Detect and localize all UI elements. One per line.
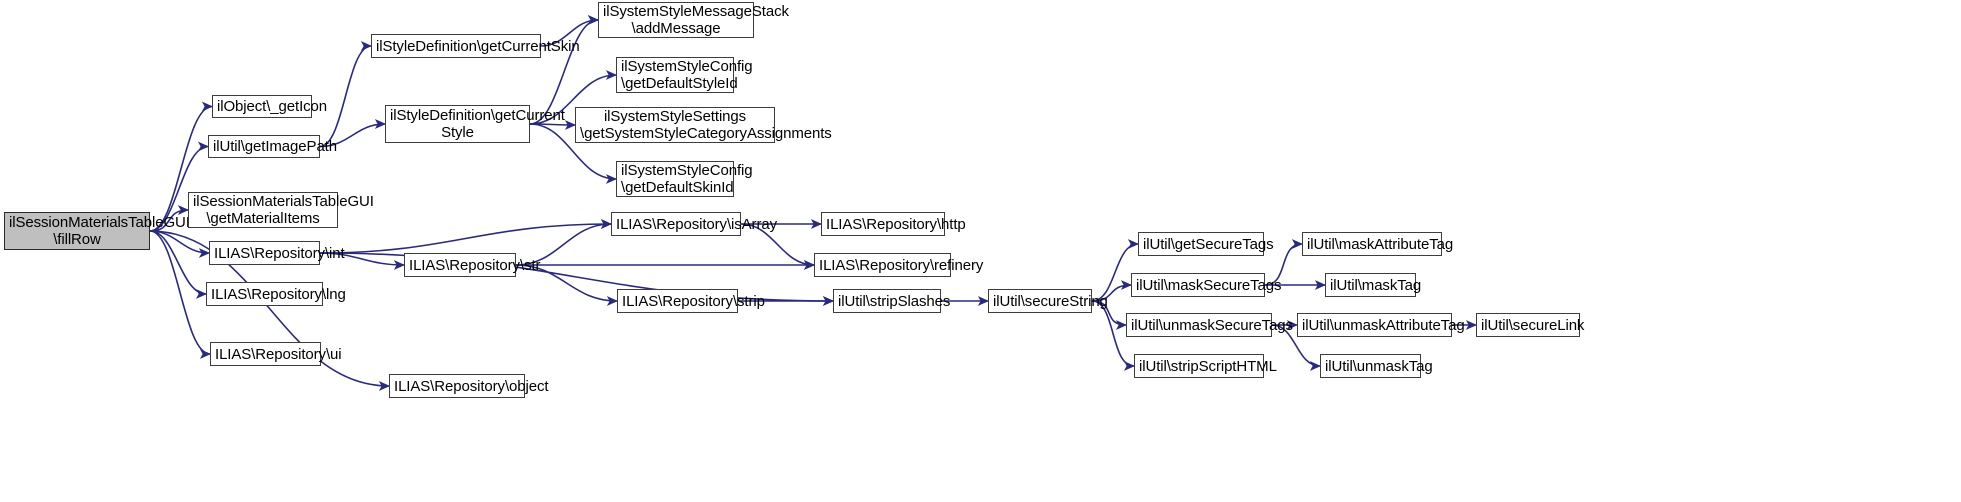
graph-node-label: ilUtil\unmaskSecureTags [1131, 316, 1293, 334]
graph-node-repoObject[interactable]: ILIAS\Repository\object [389, 374, 549, 398]
graph-node-label: ILIAS\Repository\http [826, 215, 966, 233]
graph-node-label: ilSessionMaterialsTableGUI \getMaterialI… [193, 193, 374, 227]
graph-node-getSysStyleCats[interactable]: ilSystemStyleSettings \getSystemStyleCat… [575, 107, 832, 143]
graph-node-label: ilUtil\maskAttributeTag [1307, 235, 1454, 253]
graph-node-addMessage[interactable]: ilSystemStyleMessageStack \addMessage [598, 2, 789, 38]
graph-node-label: ILIAS\Repository\lng [211, 285, 346, 303]
graph-node-stripSlashes[interactable]: ilUtil\stripSlashes [833, 289, 951, 313]
graph-node-label: ilSessionMaterialsTableGUI \fillRow [9, 214, 190, 248]
graph-node-label: ilSystemStyleConfig \getDefaultStyleId [621, 58, 753, 92]
graph-node-unmaskAttributeTag[interactable]: ilUtil\unmaskAttributeTag [1297, 313, 1465, 337]
graph-node-secureLink[interactable]: ilUtil\secureLink [1476, 313, 1585, 337]
graph-node-label: ILIAS\Repository\isArray [616, 215, 777, 233]
graph-node-getImagePath[interactable]: ilUtil\getImagePath [208, 135, 337, 158]
graph-node-label: ilStyleDefinition\getCurrentSkin [376, 37, 580, 55]
graph-node-label: ilStyleDefinition\getCurrent Style [390, 107, 565, 141]
graph-edge-fillRow-to-repoInt [149, 230, 211, 258]
graph-node-label: ilUtil\stripSlashes [838, 292, 951, 310]
graph-node-repoStr[interactable]: ILIAS\Repository\str [404, 253, 541, 277]
graph-node-isArray[interactable]: ILIAS\Repository\isArray [611, 212, 777, 236]
graph-node-label: ILIAS\Repository\str [409, 256, 541, 274]
graph-node-label: ILIAS\Repository\refinery [819, 256, 984, 274]
graph-node-maskSecureTags[interactable]: ilUtil\maskSecureTags [1131, 273, 1282, 297]
graph-node-unmaskSecureTags[interactable]: ilUtil\unmaskSecureTags [1126, 313, 1293, 337]
graph-node-getDefaultSkinId[interactable]: ilSystemStyleConfig \getDefaultSkinId [616, 161, 753, 197]
graph-node-label: ilSystemStyleMessageStack \addMessage [603, 3, 789, 37]
graph-node-label: ilUtil\maskSecureTags [1136, 276, 1282, 294]
graph-node-getCurrentStyle[interactable]: ilStyleDefinition\getCurrent Style [385, 105, 565, 143]
graph-node-label: ilUtil\unmaskAttributeTag [1302, 316, 1465, 334]
graph-node-label: ilUtil\maskTag [1330, 276, 1422, 294]
graph-node-getSecureTags[interactable]: ilUtil\getSecureTags [1138, 232, 1274, 256]
graph-node-repoStrip[interactable]: ILIAS\Repository\strip [617, 289, 765, 313]
graph-node-label: ilUtil\stripScriptHTML [1139, 357, 1277, 375]
graph-node-label: ilUtil\getSecureTags [1143, 235, 1274, 253]
graph-node-label: ILIAS\Repository\object [394, 377, 549, 395]
graph-node-label: ILIAS\Repository\ui [215, 345, 342, 363]
graph-node-maskTag[interactable]: ilUtil\maskTag [1325, 273, 1422, 297]
graph-node-repoUi[interactable]: ILIAS\Repository\ui [210, 342, 342, 366]
graph-edge-fillRow-to-repoUi [149, 230, 212, 359]
graph-node-label: ilUtil\unmaskTag [1325, 357, 1433, 375]
graph-edge-getImagePath-to-getCurrentSkin [319, 41, 373, 148]
graph-node-repoLng[interactable]: ILIAS\Repository\lng [206, 282, 346, 306]
graph-edge-getCurrentStyle-to-getSysStyleCats [529, 120, 577, 130]
graph-node-label: ilSystemStyleConfig \getDefaultSkinId [621, 162, 753, 196]
graph-node-getDefaultStyleId[interactable]: ilSystemStyleConfig \getDefaultStyleId [616, 57, 753, 93]
graph-node-label: ILIAS\Repository\int [214, 244, 345, 262]
graph-edge-repoInt-to-isArray [319, 219, 613, 254]
graph-node-repoRefinery[interactable]: ILIAS\Repository\refinery [814, 253, 984, 277]
graph-node-label: ilObject\_getIcon [217, 98, 328, 115]
graph-node-repoInt[interactable]: ILIAS\Repository\int [209, 241, 345, 265]
graph-node-maskAttributeTag[interactable]: ilUtil\maskAttributeTag [1302, 232, 1454, 256]
graph-node-secureString[interactable]: ilUtil\secureString [988, 289, 1108, 313]
graph-node-unmaskTag[interactable]: ilUtil\unmaskTag [1320, 354, 1433, 378]
graph-edge-fillRow-to-repoLng [149, 230, 208, 299]
graph-node-label: ILIAS\Repository\strip [622, 292, 765, 310]
graph-node-label: ilSystemStyleSettings \getSystemStyleCat… [580, 108, 832, 142]
graph-node-stripScriptHTML[interactable]: ilUtil\stripScriptHTML [1134, 354, 1277, 378]
graph-node-getMaterialItems[interactable]: ilSessionMaterialsTableGUI \getMaterialI… [188, 192, 374, 228]
graph-node-fillRow[interactable]: ilSessionMaterialsTableGUI \fillRow [4, 212, 190, 250]
graph-node-getIcon[interactable]: ilObject\_getIcon [212, 95, 328, 118]
graph-node-label: ilUtil\secureString [993, 292, 1108, 310]
graph-node-getCurrentSkin[interactable]: ilStyleDefinition\getCurrentSkin [371, 34, 580, 58]
graph-node-label: ilUtil\secureLink [1481, 316, 1585, 334]
graph-node-repoHttp[interactable]: ILIAS\Repository\http [821, 212, 966, 236]
graph-node-label: ilUtil\getImagePath [213, 138, 337, 155]
